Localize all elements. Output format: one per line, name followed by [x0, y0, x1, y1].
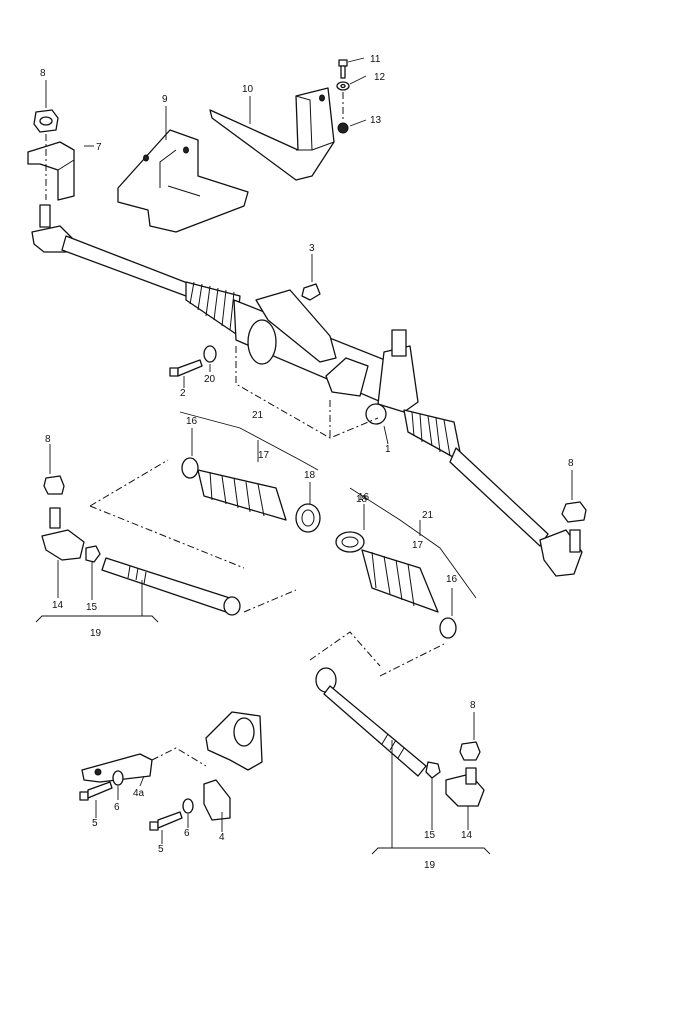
- bracket-part-7: [27, 141, 75, 201]
- bolt-part-5-a: [79, 781, 113, 801]
- callout-13: 13: [370, 115, 382, 126]
- nut-part-3: [301, 283, 321, 301]
- bolt-part-2: [169, 359, 203, 377]
- callout-17-right: 17: [412, 540, 424, 551]
- bolt-part-5-b: [149, 811, 183, 831]
- callout-2: 2: [180, 388, 186, 399]
- clamp-part-18-right: [335, 531, 365, 553]
- callout-16-mid-right: 16: [446, 574, 458, 585]
- nut-part-8-top-left: [33, 109, 59, 133]
- callout-7: 7: [96, 142, 102, 153]
- nut-part-15-right: [425, 761, 441, 779]
- callout-12: 12: [374, 72, 386, 83]
- clamp-part-16-right: [439, 617, 457, 639]
- heat-shield-part-9: [117, 129, 249, 233]
- callout-5-a: 5: [92, 818, 98, 829]
- tie-rod-end-part-14-left: [41, 475, 85, 561]
- callout-8-right: 8: [568, 458, 574, 469]
- washer-part-6-b: [182, 798, 194, 814]
- callout-18-right: 18: [356, 494, 368, 505]
- mount-bracket-part-4: [203, 779, 231, 821]
- clamp-part-16-left: [181, 457, 199, 479]
- callout-8-mid-left: 8: [45, 434, 51, 445]
- callout-19-left: 19: [90, 628, 102, 639]
- tie-rod-end-part-14-right: [445, 741, 485, 807]
- washer-part-6-a: [112, 770, 124, 786]
- callout-15-right: 15: [424, 830, 436, 841]
- clamp-part-18-left: [295, 503, 321, 533]
- callout-11: 11: [370, 54, 381, 65]
- callout-20: 20: [204, 374, 216, 385]
- mounting-bracket-part-10: [209, 87, 335, 181]
- callout-8-bottom-right: 8: [470, 700, 476, 711]
- callout-6-a: 6: [114, 802, 120, 813]
- callout-9: 9: [162, 94, 168, 105]
- callout-18-left: 18: [304, 470, 316, 481]
- callout-16-top-right: 16: [358, 492, 370, 503]
- callout-16-top-left: 16: [186, 416, 198, 427]
- callout-17-left: 17: [258, 450, 270, 461]
- bellows-part-17-left: [197, 469, 287, 521]
- callout-3: 3: [309, 243, 315, 254]
- callout-4: 4: [219, 832, 225, 843]
- callout-1: 1: [385, 444, 391, 455]
- callout-19-right: 19: [424, 860, 436, 871]
- callout-14-left: 14: [52, 600, 64, 611]
- callout-5-b: 5: [158, 844, 164, 855]
- callout-8-top-left: 8: [40, 68, 46, 79]
- callout-14-right: 14: [461, 830, 473, 841]
- callout-4a: 4a: [133, 788, 145, 799]
- callout-21-left: 21: [252, 410, 264, 421]
- nut-part-13: [337, 122, 349, 134]
- callout-labels: 1 2 3 4 4a 5 5 6 6 7 8 8 8 8 9 10 11 12 …: [40, 54, 574, 871]
- callout-10: 10: [242, 84, 254, 95]
- inner-tie-rod-right: [315, 667, 427, 777]
- nut-part-15-left: [85, 545, 101, 563]
- callout-6-b: 6: [184, 828, 190, 839]
- leader-lines: [45, 57, 573, 848]
- steering-rack-part-1: [31, 204, 583, 577]
- bolt-part-11: [338, 59, 348, 79]
- callout-15-left: 15: [86, 602, 98, 613]
- mount-bracket-part-4a: [81, 753, 153, 783]
- washer-part-12: [336, 81, 350, 91]
- washer-part-20: [203, 345, 217, 363]
- inner-tie-rod-left: [101, 557, 241, 616]
- callout-21-right: 21: [422, 510, 434, 521]
- nut-part-8-right: [561, 501, 587, 523]
- housing-section-outline: [205, 711, 263, 771]
- bellows-part-17-right: [361, 549, 439, 613]
